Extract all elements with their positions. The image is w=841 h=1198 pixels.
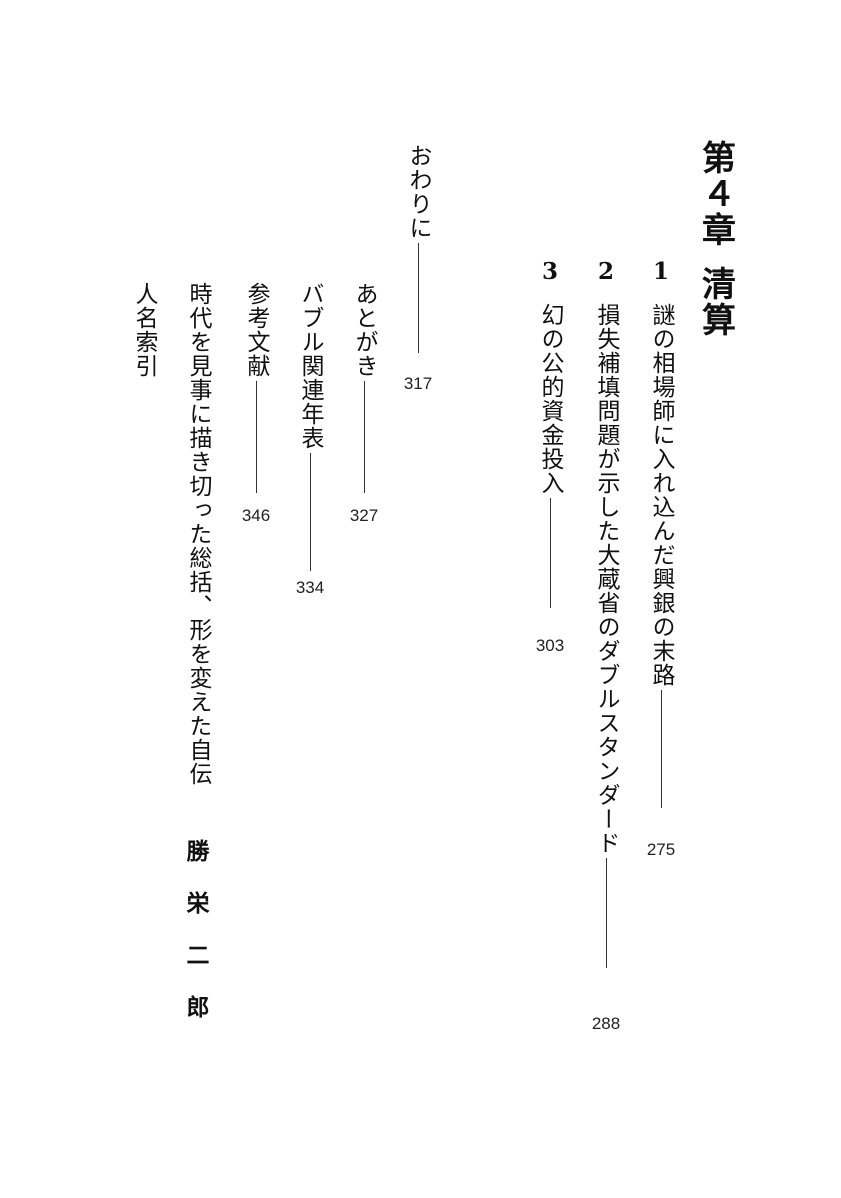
- leader-line: [549, 498, 551, 608]
- section-title: 幻の公的資金投入: [537, 303, 563, 495]
- page-number: 288: [591, 1014, 621, 1033]
- leader-line: [255, 381, 257, 493]
- leader-line: [417, 243, 419, 353]
- author-char: 郎: [186, 994, 210, 1021]
- toc-entry-section-3[interactable]: 3 幻の公的資金投入: [530, 258, 570, 608]
- page-number: 303: [535, 636, 565, 655]
- toc-entry-references[interactable]: 参考文献: [236, 282, 276, 493]
- toc-entry-bubble-timeline[interactable]: バブル関連年表: [290, 282, 330, 571]
- entry-title: バブル関連年表: [297, 282, 323, 450]
- entry-title: あとがき: [351, 282, 377, 378]
- leader-line: [363, 381, 365, 493]
- leader-line: [660, 690, 662, 808]
- author-char: 勝: [186, 838, 210, 865]
- entry-title: 参考文献: [243, 282, 269, 378]
- section-title: 謎の相場師に入れ込んだ興銀の末路: [648, 303, 674, 687]
- leader-line: [605, 858, 607, 968]
- page-number: 346: [241, 506, 271, 525]
- page-number: 334: [295, 578, 325, 597]
- entry-title: 時代を見事に描き切った総括、形を変えた自伝: [185, 282, 211, 786]
- section-number: 3: [541, 258, 558, 285]
- toc-entry-section-2[interactable]: 2 損失補填問題が示した大蔵省のダブルスタンダード: [586, 258, 626, 968]
- chapter-heading: 第４章 清算: [696, 140, 736, 338]
- toc-entry-name-index[interactable]: 人名索引: [124, 282, 164, 378]
- leader-line: [309, 453, 311, 571]
- chapter-label: 第４章: [695, 140, 736, 248]
- page-number: 327: [349, 506, 379, 525]
- toc-entry-afterword-owarini[interactable]: おわりに: [398, 144, 438, 353]
- toc-entry-section-1[interactable]: 1 謎の相場師に入れ込んだ興銀の末路: [641, 258, 681, 808]
- author-char: 二: [186, 942, 210, 969]
- section-number: 2: [597, 258, 614, 285]
- page-number: 317: [403, 374, 433, 393]
- toc-entry-commentary[interactable]: 時代を見事に描き切った総括、形を変えた自伝: [178, 282, 218, 786]
- toc-entry-atogaki[interactable]: あとがき: [344, 282, 384, 493]
- commentary-author: 勝 栄 二 郎: [178, 832, 218, 1040]
- page-number: 275: [646, 840, 676, 859]
- author-char: 栄: [186, 890, 210, 917]
- entry-title: 人名索引: [131, 282, 157, 378]
- section-number: 1: [652, 258, 669, 285]
- entry-title: おわりに: [405, 144, 431, 240]
- chapter-title: 清算: [695, 266, 736, 338]
- section-title: 損失補填問題が示した大蔵省のダブルスタンダード: [593, 303, 619, 855]
